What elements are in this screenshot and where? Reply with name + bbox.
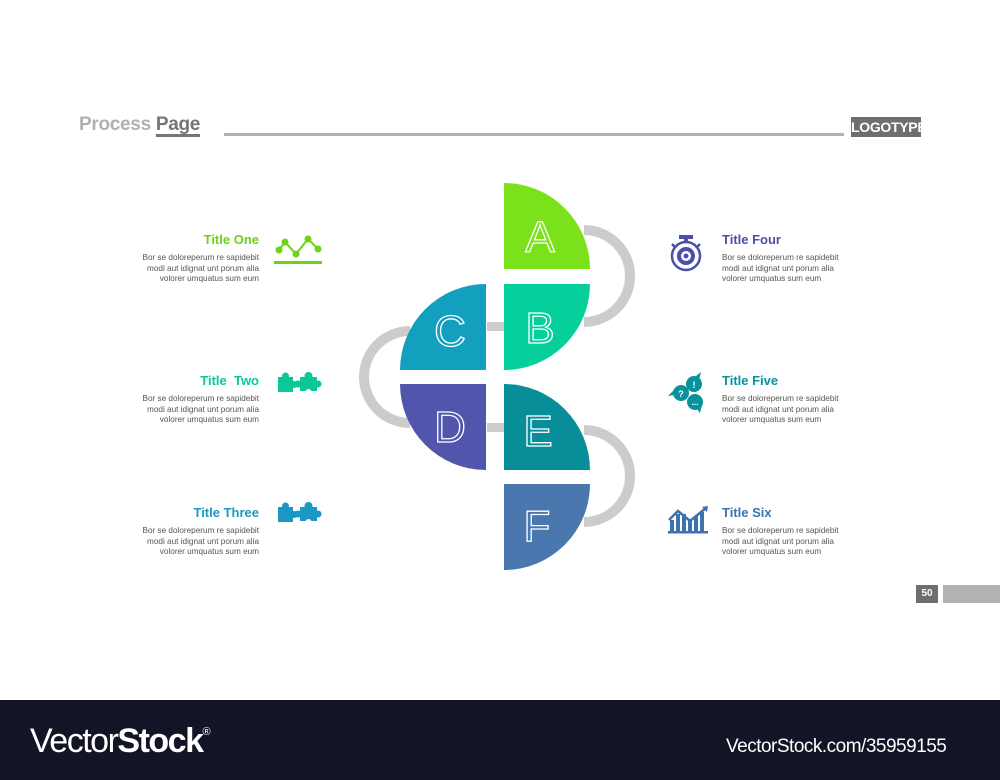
line-chart-icon [274,235,322,264]
block-title-one: Title One Bor se doloreperum re sapidebi… [119,232,259,285]
block-text: Bor se doloreperum re sapidebit modi aut… [142,253,259,283]
block-title: Title Six [722,505,772,520]
connector-c-d [359,326,411,428]
segment-f[interactable]: F [504,484,590,570]
connector-c-b [487,322,504,331]
header-divider [224,133,844,136]
speech-bubbles-icon: ! ? ... [668,372,703,413]
stopwatch-gear-icon [670,235,702,272]
block-title: Title One [203,232,259,247]
segment-f-label: F [524,502,551,551]
block-title-five: Title Five Bor se doloreperum re sapideb… [722,373,872,426]
puzzle-icon [278,502,322,525]
segment-b[interactable]: B [504,284,590,370]
connector-e-f [583,425,635,527]
block-text: Bor se doloreperum re sapidebit modi aut… [722,526,839,556]
block-text: Bor se doloreperum re sapidebit modi aut… [142,394,259,424]
connector-d-e [487,423,504,432]
segment-a[interactable]: A [504,183,590,269]
svg-text:!: ! [693,380,696,390]
process-diagram: A B C D E F [274,183,708,570]
segment-a-label: A [525,213,555,262]
segment-c[interactable]: C [400,284,486,370]
bar-chart-trend-icon [668,506,708,534]
puzzle-icon [278,372,322,395]
block-text: Bor se doloreperum re sapidebit modi aut… [722,394,839,424]
block-title-two: Title Two Bor se doloreperum re sapidebi… [119,373,259,426]
connectors [359,225,635,527]
block-title: Title Two [200,373,259,388]
block-text: Bor se doloreperum re sapidebit modi aut… [142,526,259,556]
block-title-three: Title Three Bor se doloreperum re sapide… [119,505,259,558]
logotype: LOGOTYPE [851,117,927,137]
block-text: Bor se doloreperum re sapidebit modi aut… [722,253,839,283]
block-title-six: Title Six Bor se doloreperum re sapidebi… [722,505,872,558]
page-title: Process Page [79,114,200,136]
block-title: Title Four [722,232,781,247]
svg-text:...: ... [692,398,699,407]
page-title-strong: Page [155,114,201,135]
vectorstock-logo: VectorStock® [30,722,211,760]
segment-e[interactable]: E [504,384,590,470]
segment-d-label: D [434,403,466,452]
segment-c-label: C [434,307,466,356]
connector-a-b [583,225,635,327]
page-number-bar [943,585,1000,603]
segment-d[interactable]: D [400,384,486,470]
block-title: Title Three [193,505,259,520]
segment-e-label: E [523,407,552,456]
block-title-four: Title Four Bor se doloreperum re sapideb… [722,232,872,285]
page-title-light: Process [79,114,151,135]
vectorstock-url: VectorStock.com/35959155 [726,736,947,757]
page-number: 50 [916,585,938,603]
footer-bar [0,700,1000,780]
svg-text:?: ? [678,389,684,399]
block-title: Title Five [722,373,779,388]
segment-b-label: B [525,304,554,353]
